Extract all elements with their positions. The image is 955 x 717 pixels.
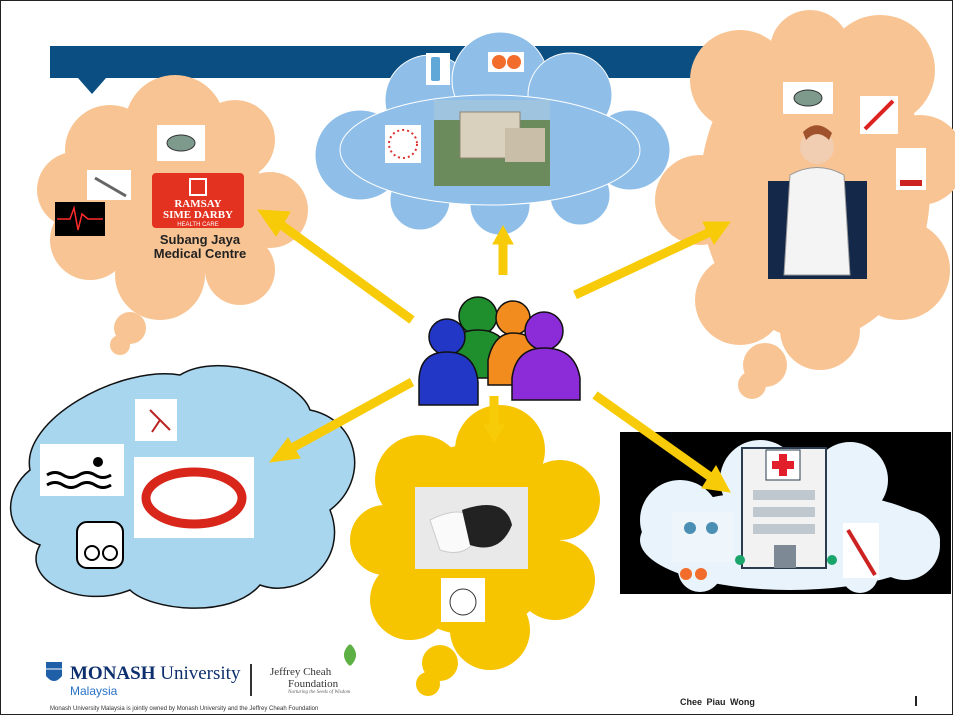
cycling-icon <box>76 521 124 569</box>
cycling-wheel <box>102 545 118 561</box>
arrow-head <box>268 437 301 463</box>
arrow-head <box>701 465 731 493</box>
monash-sub: Malaysia <box>70 684 118 698</box>
tablet-icon <box>680 568 692 580</box>
subang-line2: Medical Centre <box>153 246 247 261</box>
ownership-note: Monash University Malaysia is jointly ow… <box>50 706 319 712</box>
footer-divider <box>250 664 252 696</box>
dancer-card <box>135 399 177 441</box>
page-marker <box>915 696 917 706</box>
cycling-wheel <box>84 545 100 561</box>
arrow-head <box>257 209 291 237</box>
author-name: Chee Piau Wong <box>680 697 755 707</box>
tablet-icon <box>492 55 506 69</box>
pill-icon <box>793 89 823 107</box>
inhaler-icon <box>431 57 440 81</box>
wristband-device-icon <box>462 505 512 548</box>
jeffrey-tagline: Nurturing the Seeds of Wisdom <box>288 690 351 695</box>
jeffrey-cheah-name: Jeffrey Cheah Foundation <box>270 666 338 690</box>
swimmer-head <box>93 457 103 467</box>
monash-wordmark: MONASH University <box>70 663 240 685</box>
surgeon-head <box>706 522 718 534</box>
arrow-to-inpatient <box>592 391 715 482</box>
syringe-icon <box>94 176 127 198</box>
syringe-icon <box>846 528 877 577</box>
arrow-head <box>492 224 514 245</box>
arrows <box>257 209 731 493</box>
dancer-icon <box>149 409 171 433</box>
arrow-to-doctor <box>573 227 712 300</box>
surgery-icon <box>684 522 696 534</box>
jeffrey-line2: Foundation <box>288 678 339 690</box>
tablet-icon <box>507 55 521 69</box>
banner-notch <box>78 78 106 94</box>
jeffrey-line1: Jeffrey Cheah <box>270 666 332 678</box>
arrow-head <box>483 424 505 443</box>
shrub-icon <box>827 555 837 565</box>
ramsay-line2: SIME DARBY <box>163 209 233 221</box>
doctor-head <box>800 130 834 164</box>
arrow-to-hospital-provider <box>277 220 415 324</box>
swimming-card <box>40 444 124 496</box>
dots-icon <box>388 129 418 159</box>
ramsay-logo: RAMSAY SIME DARBY HEALTH CARE <box>152 173 244 228</box>
shrub-icon <box>735 555 745 565</box>
heartbeat-icon <box>57 205 103 231</box>
hospital-wing <box>505 128 545 162</box>
subang-line1: Subang Jaya <box>159 232 241 247</box>
dots-card <box>385 125 421 163</box>
monash-rest: University <box>155 663 241 684</box>
jeffrey-cheah-plant-icon <box>344 644 356 666</box>
treadmill-icon <box>900 180 922 186</box>
ramsay-emblem-icon <box>189 178 207 196</box>
subang-label: Subang Jaya Medical Centre <box>140 233 260 261</box>
people-group-icon <box>418 296 581 406</box>
doctor-icon <box>783 167 851 276</box>
ramsay-line1: RAMSAY <box>174 198 222 210</box>
doctor-hair <box>803 125 832 140</box>
pill-icon <box>166 134 196 152</box>
hospital-window-row <box>753 490 815 500</box>
hospital-window-row <box>753 507 815 517</box>
arrow-head <box>702 221 731 245</box>
tablet-icon <box>695 568 707 580</box>
syringe-icon <box>863 99 895 131</box>
fitness-band-icon <box>141 467 247 529</box>
hospital-door <box>774 545 796 568</box>
monash-bold: MONASH <box>70 663 156 684</box>
monash-crest-icon <box>46 662 62 681</box>
arrow-to-fitness <box>289 378 415 452</box>
hospital-window-row <box>753 524 815 534</box>
swimming-icon <box>46 471 112 489</box>
cross-horizontal <box>772 461 794 469</box>
ramsay-line3: HEALTH CARE <box>177 222 219 228</box>
surgery-card <box>672 512 734 562</box>
stressed-face-icon <box>449 588 477 616</box>
